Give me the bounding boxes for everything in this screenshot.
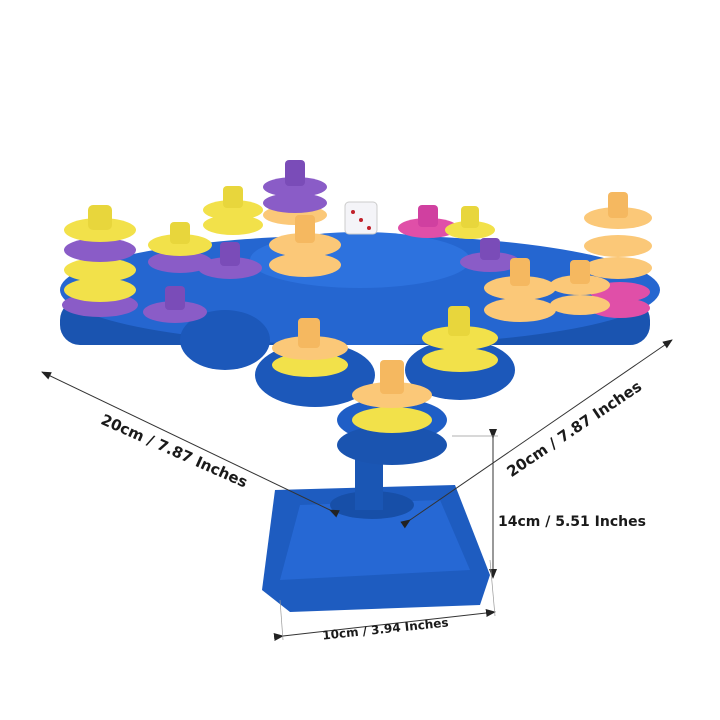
stack-pink (398, 205, 458, 238)
stack-peach-front-left (272, 318, 348, 377)
stack-peach-right-front (484, 258, 556, 322)
dimension-lines (41, 339, 673, 641)
stack-purple-top (263, 160, 327, 225)
dice (344, 201, 378, 235)
depth-arrow (400, 339, 673, 529)
width-arrow (41, 371, 340, 518)
stack-yellow-back (445, 206, 495, 239)
stack-purple-right (460, 238, 520, 272)
base-width-arrow (273, 609, 496, 641)
stack-yellow-1 (148, 222, 212, 273)
stack-peach-right-tall (584, 192, 652, 318)
stack-peach-right (550, 260, 610, 315)
stack-purple-front (143, 286, 207, 323)
stack-purple-mid (198, 242, 262, 279)
stack-yellow-2 (203, 186, 263, 235)
height-label: 14cm / 5.51 Inches (498, 514, 646, 530)
ring-stacks (62, 160, 652, 433)
stack-peach-center (269, 215, 341, 277)
stack-left-yellow-purple (62, 205, 138, 317)
toy-base (262, 440, 490, 612)
